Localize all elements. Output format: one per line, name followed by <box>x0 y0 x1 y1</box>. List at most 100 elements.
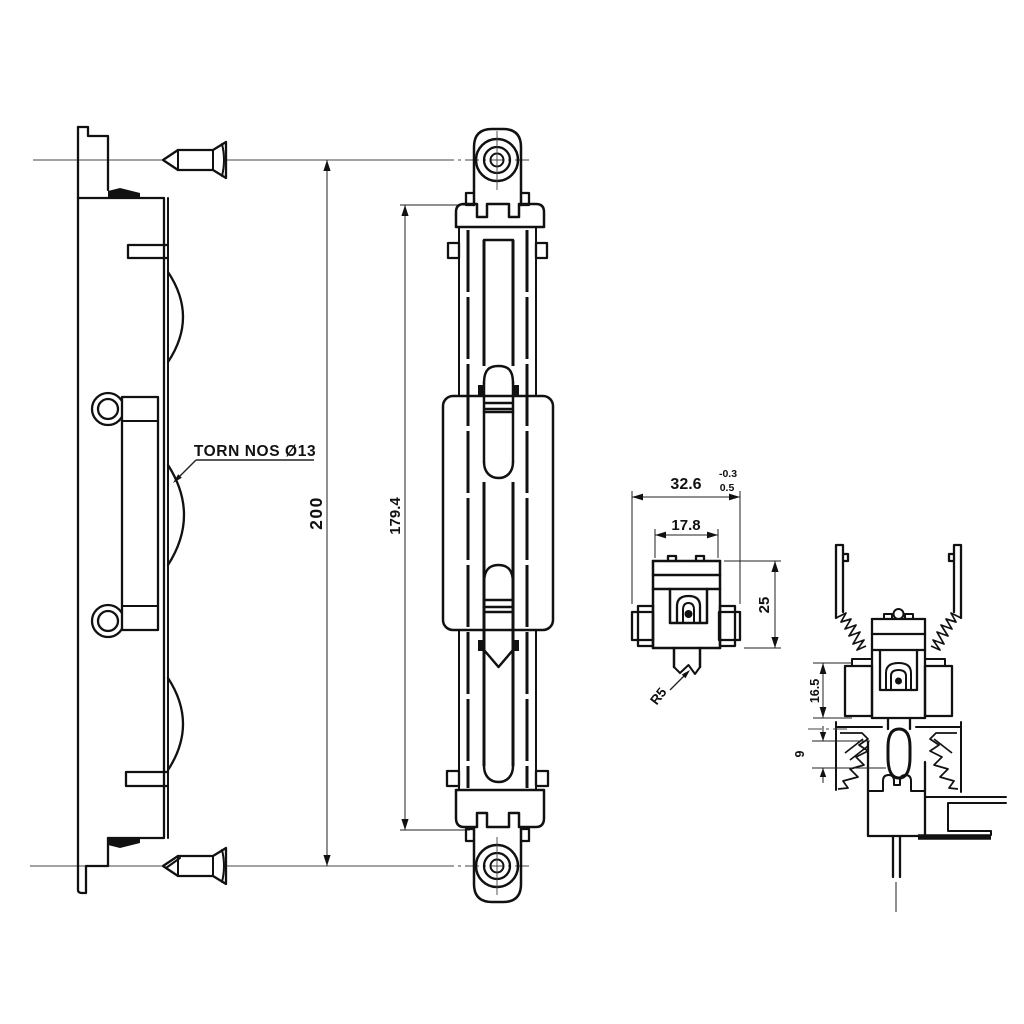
assembly-section-view: 16.5 9 <box>793 543 1007 912</box>
dim-179-arrow-bottom <box>401 819 409 830</box>
rivet-arch-outer <box>675 594 702 625</box>
slot1-walls <box>482 240 515 366</box>
dimension-height-25: 25 <box>724 560 781 649</box>
backplate-top-outline <box>76 125 110 192</box>
tongue-break-line <box>673 664 701 675</box>
dim-25-arrow-top <box>771 561 779 572</box>
dim-32-tol-upper: -0.3 <box>719 468 737 480</box>
dim-9-arrow-top <box>819 732 827 741</box>
callout-label: TORN NOS Ø13 <box>194 443 316 460</box>
guide-shoe-right-inner <box>718 604 737 648</box>
sash-profile-walls <box>834 543 963 620</box>
dimension-inner-17-8: 17.8 <box>654 517 719 558</box>
dim-17-arrow-left <box>655 531 666 539</box>
dim-165-arrow-top <box>819 663 827 674</box>
roller-bump-lower <box>166 676 185 772</box>
roller1-clip-right <box>513 385 519 396</box>
bracket-hook-top-outer <box>90 391 126 427</box>
body-notch-top <box>126 243 170 260</box>
screw-bottom-outline <box>161 846 228 886</box>
side-view <box>76 125 228 895</box>
bracket-hook-bottom-outer <box>90 603 126 639</box>
roller-bump-upper <box>166 270 185 364</box>
guide-shoe-left-inner <box>636 604 655 648</box>
roller2-sides <box>482 583 515 650</box>
latch-screw-tips <box>883 613 914 620</box>
dim-17-label: 17.8 <box>671 517 700 534</box>
callout: TORN NOS Ø13 <box>173 443 316 483</box>
detail-section-view: 32.6 -0.3 0.5 17.8 25 <box>630 468 781 708</box>
roller1-clip-left <box>478 385 484 396</box>
guide-shoe-right-outer <box>717 610 742 642</box>
frame-outline <box>866 740 927 838</box>
backplate-left-outline <box>76 125 110 895</box>
rail-outer-edges <box>458 226 537 791</box>
dimension-offset-9: 9 <box>793 726 886 783</box>
guide-shoe-left-outer <box>630 610 655 642</box>
mushroom-pin <box>886 727 912 780</box>
spring-clip-top <box>108 188 140 198</box>
slot3-valley <box>482 764 515 784</box>
bracket-bar <box>120 395 160 632</box>
dim-32-arrow-left <box>632 493 643 501</box>
keeper-crimp-right <box>929 732 959 790</box>
spring-clip-bottom <box>108 838 140 848</box>
slot2-walls <box>482 482 515 583</box>
dim-32-arrow-right <box>729 493 740 501</box>
latch-arch-outer <box>885 662 912 691</box>
screw-bottom-head-line <box>221 849 225 883</box>
latch-plates <box>870 617 927 720</box>
screw-bottom-tip-slash <box>165 857 181 869</box>
dim-179-arrow-top <box>401 205 409 216</box>
keeper-slash-right <box>933 738 953 754</box>
carriage-screw-tips <box>666 554 706 563</box>
keeper-crimp-left <box>837 732 869 790</box>
block3-clip-left <box>478 640 484 651</box>
latch-tongue <box>886 716 912 731</box>
frame-profile <box>866 740 1007 912</box>
latch-shoe-right <box>923 664 954 718</box>
dim-165-ext-lines <box>813 662 852 719</box>
callout-leader-line <box>176 459 197 480</box>
roller-bump-middle <box>166 463 186 567</box>
block3-chevron <box>482 648 515 669</box>
latch-top-bump <box>892 608 905 620</box>
profile-crimp-left <box>835 612 867 651</box>
frame-interlock-lines <box>924 796 1007 836</box>
roller2-lines <box>482 598 515 614</box>
sash-wall-right <box>947 543 963 620</box>
side-tab-lower-right <box>534 769 550 788</box>
screw-top <box>161 140 228 180</box>
dim-200-label: 200 <box>306 496 326 530</box>
dim-17-ext-lines <box>654 529 719 558</box>
screw-top-joints <box>177 149 214 171</box>
dim-r5-arrowhead <box>681 670 690 679</box>
profile-crimp-right <box>930 612 962 651</box>
top-lug-outline <box>472 127 523 207</box>
dim-25-label: 25 <box>756 597 773 614</box>
dim-32-label: 32.6 <box>670 476 701 493</box>
roller1-dome <box>482 364 515 385</box>
callout-arrowhead <box>173 474 182 483</box>
latch-pin-dot <box>895 677 902 685</box>
dim-r5-label: R5 <box>647 684 670 707</box>
body-notch-bottom <box>124 770 170 788</box>
dim-32-ext-lines <box>631 491 741 604</box>
block2-bottom-dome <box>482 460 515 480</box>
latch-arch-inner <box>890 669 907 691</box>
slot3-walls <box>482 650 515 766</box>
bracket-hook-top-inner <box>96 397 120 421</box>
side-tab-lower-left <box>445 769 461 788</box>
tongue-sides <box>672 646 702 669</box>
dimension-overall-200: 200 <box>306 160 331 866</box>
gear-housing <box>441 394 555 632</box>
bottom-lug-outline <box>472 827 523 904</box>
sash-wall-left <box>834 543 850 620</box>
carriage-plates <box>651 559 722 650</box>
front-view <box>441 127 555 904</box>
dim-179-label: 179.4 <box>387 497 404 535</box>
roller2-dome <box>482 563 515 585</box>
screw-top-head-line <box>221 143 225 177</box>
rivet-arch-inner <box>682 602 695 624</box>
